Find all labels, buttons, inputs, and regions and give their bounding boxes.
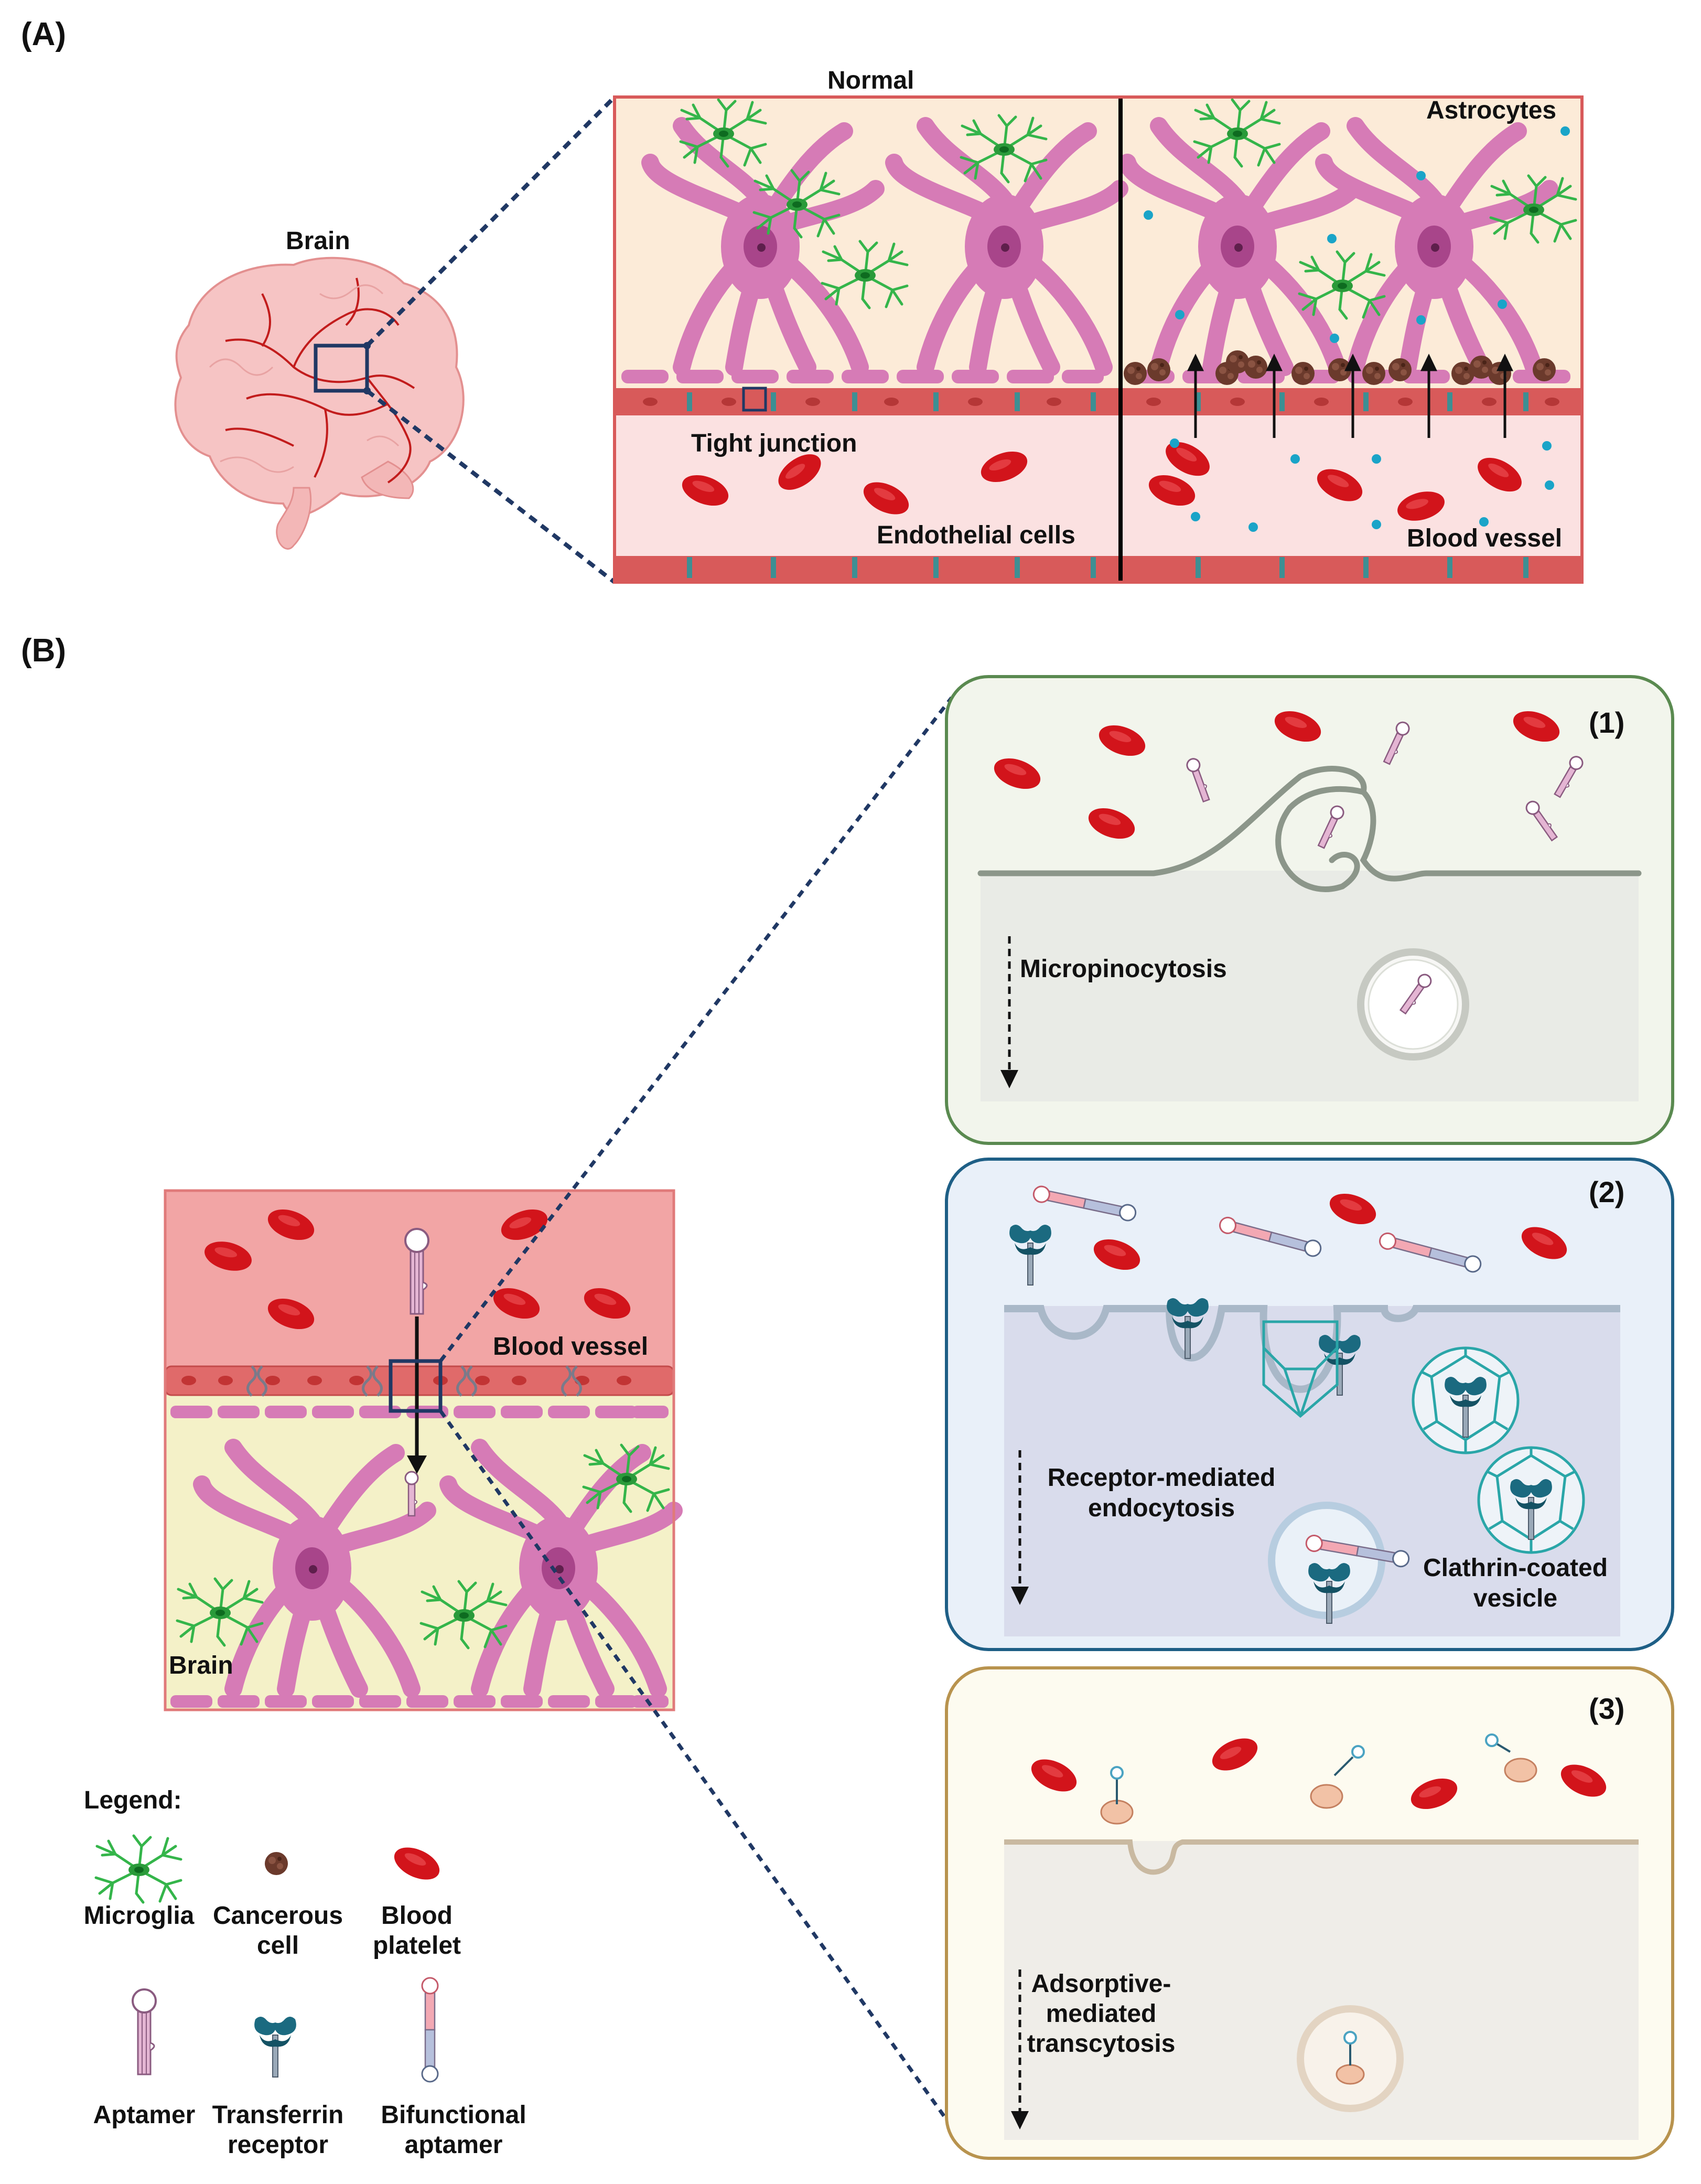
brain-label-b: Brain — [169, 1652, 233, 1679]
legend-bifunctional-label-line1: Bifunctional — [381, 2101, 526, 2129]
endothelial-cells-label: Endothelial cells — [877, 521, 1075, 549]
legend-title: Legend: — [84, 1786, 182, 1814]
zoom-line — [365, 389, 616, 584]
blood-vessel-label-b: Blood vessel — [493, 1333, 649, 1361]
bbb-panel-b-overview — [164, 1189, 674, 1711]
zoom-line — [365, 95, 616, 347]
adsorptive-mediated-transcytosis-box — [945, 1666, 1674, 2160]
legend-aptamer-label: Aptamer — [93, 2101, 196, 2129]
brain-label: Brain — [286, 227, 350, 255]
normal-label: Normal — [827, 67, 914, 94]
legend-platelet-label-line1: Blood — [381, 1902, 453, 1930]
clathrin-vesicle-label-line1: Clathrin-coated — [1423, 1554, 1608, 1582]
clathrin-vesicle-label-line2: vesicle — [1473, 1585, 1558, 1612]
legend-cancerous-label-line1: Cancerous — [212, 1902, 343, 1930]
receptor-mediated-label-line2: endocytosis — [1088, 1494, 1235, 1522]
receptor-mediated-endocytosis-box — [945, 1158, 1674, 1651]
panel-a-label: (A) — [21, 16, 67, 52]
legend-platelet-label-line2: platelet — [372, 1932, 461, 1960]
box1-number: (1) — [1589, 706, 1625, 739]
tight-junction-marker — [742, 387, 767, 412]
legend-transferrin-label-line2: receptor — [227, 2131, 329, 2159]
zoom-line — [439, 1409, 953, 2128]
tight-junction-label: Tight junction — [691, 430, 857, 457]
adsorptive-label-line3: transcytosis — [1027, 2030, 1176, 2058]
legend-transferrin-label-line1: Transferrin — [212, 2101, 344, 2129]
receptor-mediated-label-line1: Receptor-mediated — [1047, 1464, 1276, 1492]
panel-b-label: (B) — [21, 633, 67, 669]
micropinocytosis-label: Micropinocytosis — [1020, 955, 1227, 983]
zoom-line — [439, 696, 953, 1363]
box3-number: (3) — [1589, 1692, 1625, 1725]
legend-microglia-label: Microglia — [83, 1902, 195, 1930]
brain-illustration — [174, 256, 465, 550]
astrocytes-label: Astrocytes — [1426, 97, 1557, 124]
box2-number: (2) — [1589, 1175, 1625, 1208]
adsorptive-label-line2: mediated — [1046, 2000, 1157, 2028]
legend-bifunctional-label-line2: aptamer — [404, 2131, 503, 2159]
micropinocytosis-box — [945, 675, 1674, 1145]
adsorptive-label-line1: Adsorptive- — [1031, 1970, 1171, 1998]
bbb-panel-a — [613, 95, 1584, 584]
legend-cancerous-label-line2: cell — [256, 1932, 299, 1960]
blood-vessel-label-a: Blood vessel — [1407, 524, 1563, 552]
